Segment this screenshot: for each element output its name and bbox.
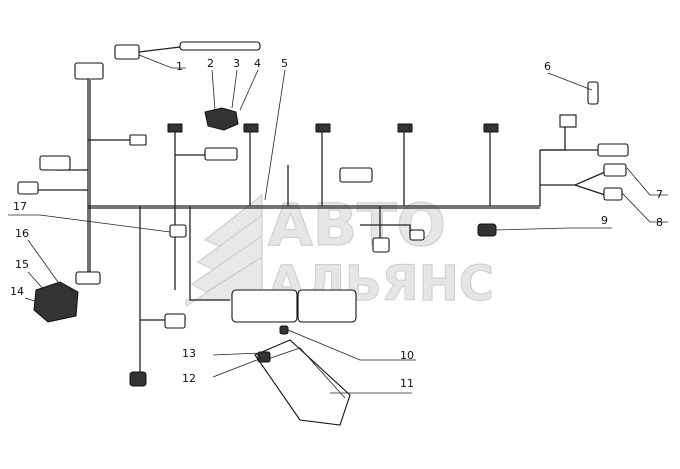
callout-10: 10 bbox=[400, 349, 414, 362]
connector-lower-a bbox=[164, 313, 186, 329]
connector-1 bbox=[114, 44, 140, 60]
ecu-plug-12-13 bbox=[257, 351, 271, 363]
sensor-2-3-4 bbox=[204, 107, 239, 131]
callout-3: 3 bbox=[233, 57, 240, 70]
connector-left-b bbox=[17, 181, 39, 195]
connector-top-5 bbox=[483, 123, 499, 133]
connector-lower-mid bbox=[372, 237, 390, 253]
connector-mid-a bbox=[204, 147, 238, 161]
callout-7: 7 bbox=[656, 188, 663, 201]
callout-9: 9 bbox=[601, 214, 608, 227]
callout-4: 4 bbox=[254, 57, 261, 70]
callout-17: 17 bbox=[13, 200, 27, 213]
callout-11: 11 bbox=[400, 377, 414, 390]
sensor-6 bbox=[587, 81, 599, 105]
connector-lower-right bbox=[409, 229, 425, 241]
harness-wires bbox=[38, 65, 606, 375]
connector-lower-b bbox=[129, 371, 147, 387]
connector-left-c bbox=[129, 134, 147, 146]
callout-15: 15 bbox=[15, 258, 29, 271]
module-14-15-16 bbox=[33, 281, 79, 323]
callout-1: 1 bbox=[176, 60, 183, 73]
callout-8: 8 bbox=[656, 216, 663, 229]
connectors bbox=[17, 41, 629, 426]
connector-center bbox=[339, 167, 373, 183]
connector-17 bbox=[169, 224, 187, 238]
watermark-logo bbox=[185, 193, 263, 308]
callout-14: 14 bbox=[10, 285, 24, 298]
sensor-9 bbox=[477, 223, 497, 237]
ecu-unit-11 bbox=[254, 339, 351, 426]
ecu-connector-left bbox=[231, 289, 298, 323]
callout-5: 5 bbox=[281, 57, 288, 70]
connector-left-a bbox=[39, 155, 71, 171]
callout-16: 16 bbox=[15, 227, 29, 240]
connector-top-3 bbox=[315, 123, 331, 133]
ecu-plug-10 bbox=[279, 325, 289, 335]
oxygen-sensor bbox=[179, 41, 261, 51]
callout-12: 12 bbox=[182, 372, 196, 385]
leader-lines bbox=[8, 54, 668, 394]
connector-right-a bbox=[597, 143, 629, 157]
connector-top-1 bbox=[167, 123, 183, 133]
connector-top-2 bbox=[243, 123, 259, 133]
callout-6: 6 bbox=[544, 60, 551, 73]
connector-7 bbox=[603, 163, 627, 177]
connector-lower-left bbox=[75, 271, 101, 285]
connector-8 bbox=[603, 187, 623, 201]
ecu-connector-right bbox=[297, 289, 357, 323]
callout-2: 2 bbox=[207, 57, 214, 70]
connector-top-4 bbox=[397, 123, 413, 133]
watermark-line1: АВТО bbox=[268, 191, 446, 259]
connector-right-top bbox=[559, 114, 577, 128]
callout-13: 13 bbox=[182, 347, 196, 360]
callout-labels: 1 2 3 4 5 6 7 8 9 10 11 12 13 14 15 16 1… bbox=[10, 57, 663, 390]
main-trunk bbox=[88, 150, 541, 207]
connector-top-left bbox=[74, 62, 104, 80]
